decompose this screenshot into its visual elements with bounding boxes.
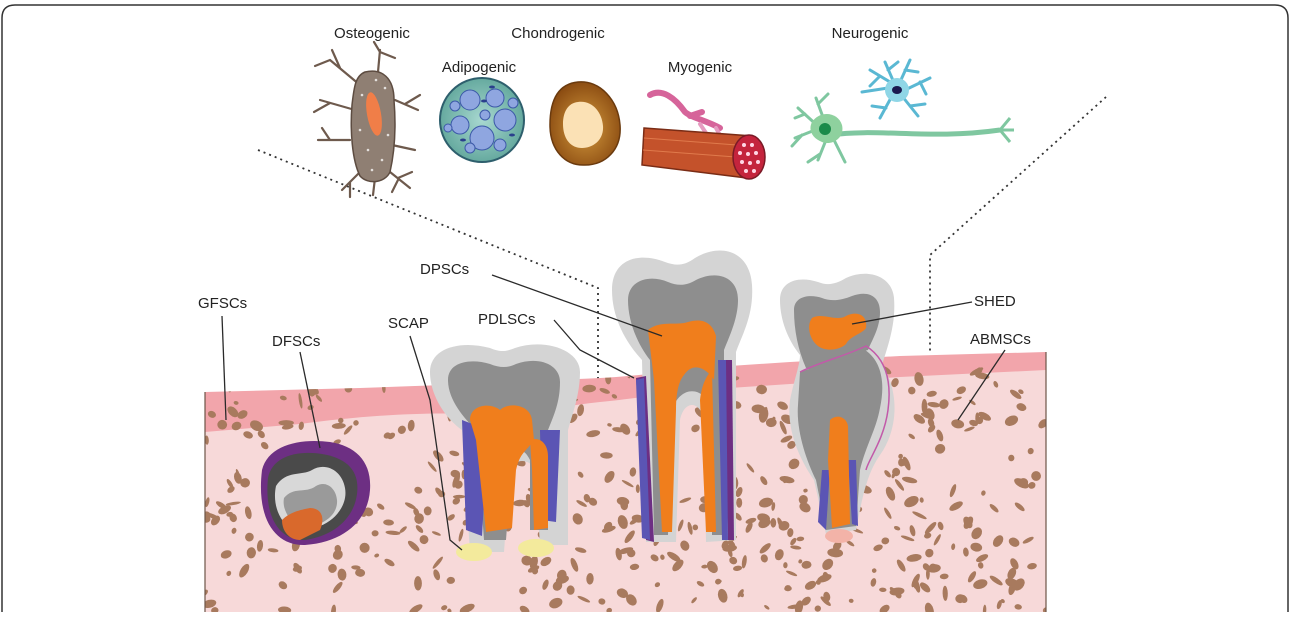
osteocyte-icon [314, 42, 420, 197]
label-dpscs: DPSCs [420, 261, 469, 278]
label-myogenic: Myogenic [668, 59, 733, 76]
label-chondrogenic: Chondrogenic [511, 25, 605, 42]
label-gfscs: GFSCs [198, 295, 247, 312]
label-shed: SHED [974, 293, 1016, 310]
label-abmscs: ABMSCs [970, 331, 1031, 348]
neuron-icon [792, 60, 1014, 162]
label-neurogenic: Neurogenic [832, 25, 909, 42]
label-adipogenic: Adipogenic [442, 59, 517, 76]
label-dfscs: DFSCs [272, 333, 320, 350]
label-pdlscs: PDLSCs [478, 311, 536, 328]
label-scap: SCAP [388, 315, 429, 332]
adipocyte-icon [440, 78, 524, 162]
chondrocyte-icon [550, 82, 620, 165]
myocyte-icon [642, 93, 765, 179]
label-osteogenic: Osteogenic [334, 25, 410, 42]
lineage-labels: Osteogenic Adipogenic Chondrogenic Myoge… [334, 25, 909, 76]
